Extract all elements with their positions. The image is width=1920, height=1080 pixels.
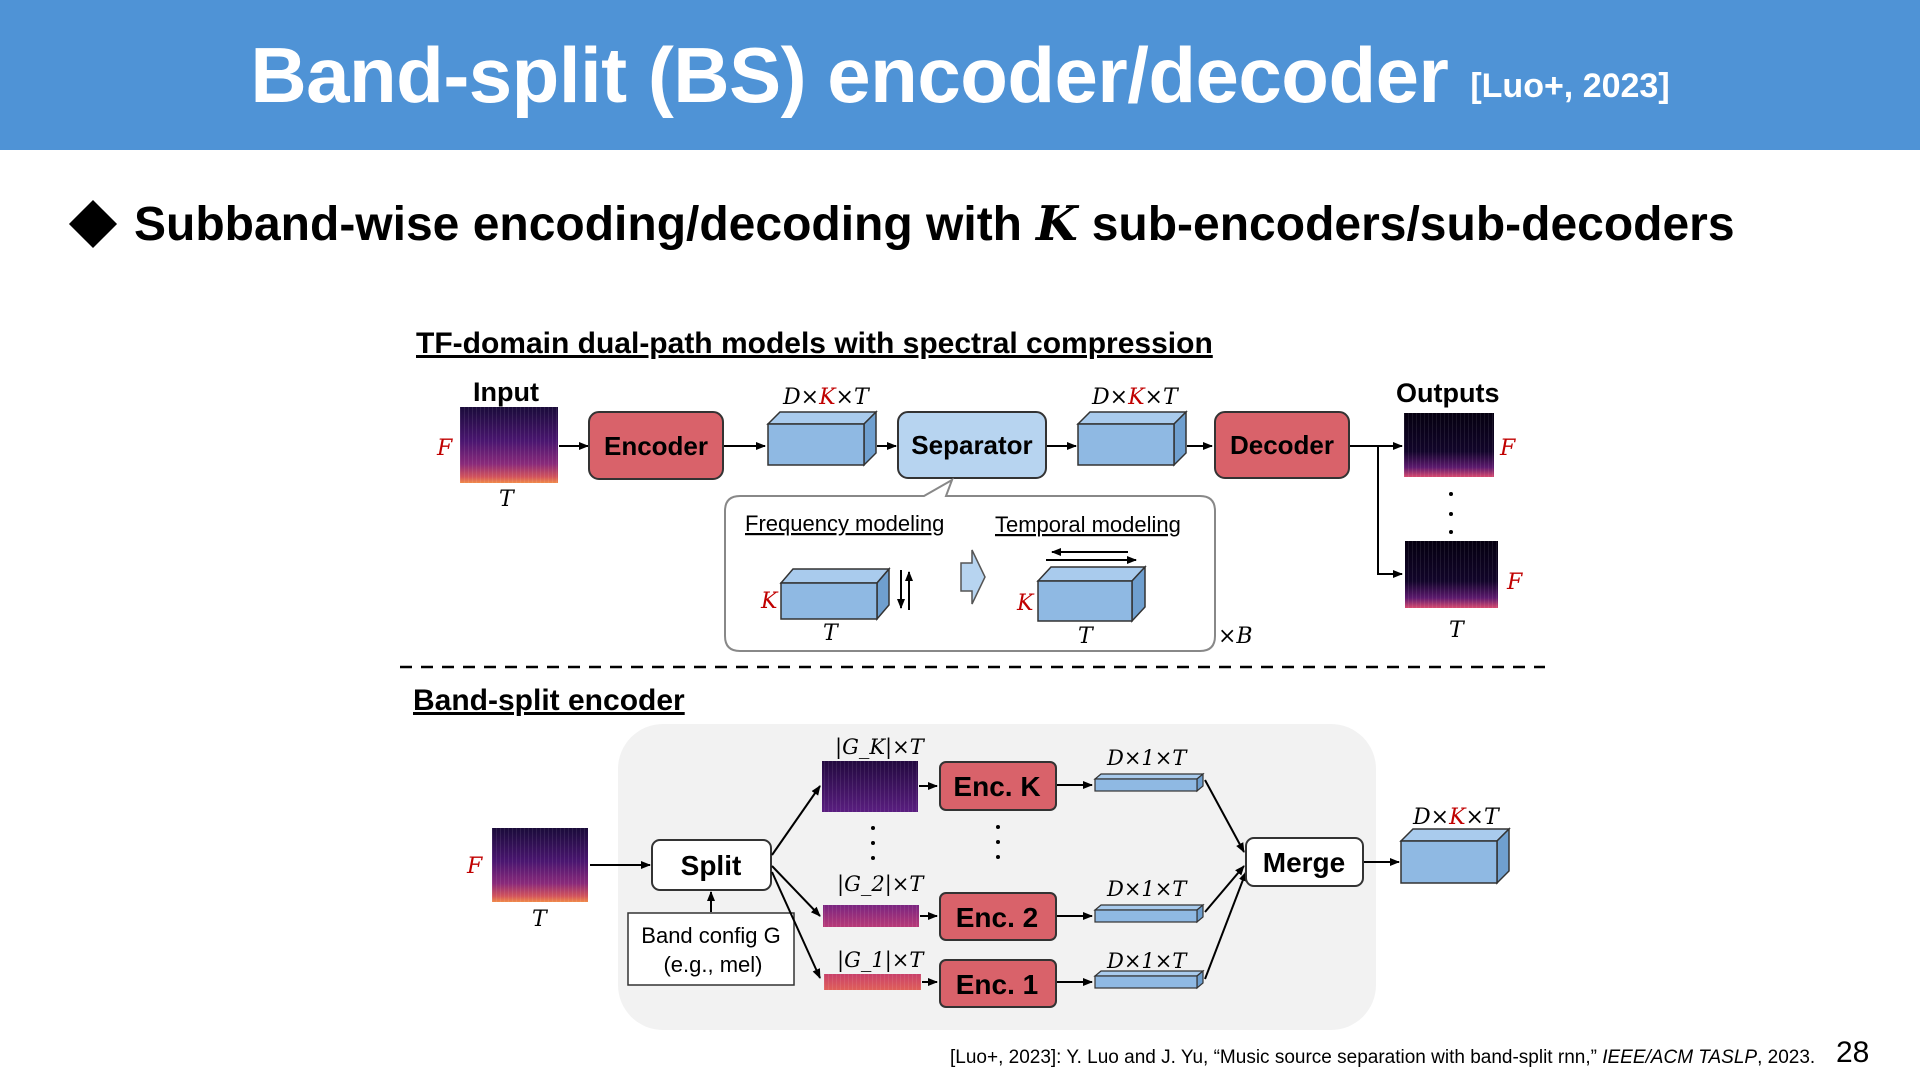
tensor2-dim-label: D×K×T [1091, 385, 1180, 410]
g1-label: |G_1|×T [837, 948, 925, 973]
page-number: 28 [1836, 1036, 1870, 1069]
tensor2-cube [1076, 410, 1188, 467]
reference-venue: IEEE/ACM TASLP [1602, 1047, 1758, 1068]
decoder-box [1214, 411, 1350, 479]
bullet-text-after: sub-encoders/sub-decoders [1091, 197, 1735, 251]
split-label: Split [681, 850, 742, 881]
bullet-variable-k: K [1036, 196, 1078, 252]
output2-axis-t: T [1449, 618, 1466, 643]
band-1-spectrogram [824, 974, 921, 990]
band-config-line1: Band config G [641, 923, 780, 948]
output-spectrogram-1 [1404, 413, 1494, 477]
output-ellipsis [1449, 492, 1453, 534]
separator-box [897, 411, 1047, 479]
decoder-label: Decoder [1230, 430, 1334, 460]
temporal-modeling-label: Temporal modeling [995, 512, 1181, 537]
enc-k-label: Enc. K [953, 771, 1040, 802]
bs-input-spectrogram [492, 828, 588, 902]
bs-output-dim-label: D×K×T [1412, 805, 1501, 830]
input-axis-t: T [499, 487, 516, 512]
tensor1-cube [766, 410, 878, 467]
enc-1-label: Enc. 1 [956, 969, 1038, 1000]
sub-dim-label-2: D×1×T [1106, 877, 1188, 901]
bs-input-axis-f: F [466, 854, 483, 879]
merge-label: Merge [1263, 847, 1345, 878]
encoder-label: Encoder [604, 431, 708, 461]
bs-input-axis-t: T [532, 907, 549, 932]
enc-2-box [939, 892, 1057, 941]
encoder-box [588, 411, 724, 480]
outputs-label: Outputs [1396, 378, 1499, 408]
frequency-modeling-label: Frequency modeling [745, 511, 944, 536]
output-spectrogram-2 [1405, 541, 1498, 608]
decoder-output-arrows [1350, 442, 1403, 578]
band-config-box [627, 912, 795, 986]
gk-label: |G_K|×T [835, 735, 926, 760]
sub-tensor-2 [1093, 903, 1205, 924]
sub-tensor-1 [1093, 969, 1205, 990]
temporal-cube [1036, 565, 1147, 623]
g2-label: |G_2|×T [837, 872, 925, 897]
reference-footnote: [Luo+, 2023]: Y. Luo and J. Yu, “Music s… [950, 1047, 1815, 1069]
title-citation: [Luo+, 2023] [1470, 66, 1670, 105]
freq-cube-axis-t: T [823, 621, 840, 646]
temp-cube-axis-k: K [1016, 591, 1035, 616]
encoder-to-tensor-arrows [1057, 781, 1093, 986]
enc-2-label: Enc. 2 [956, 902, 1038, 933]
horizontal-arrows-icon [1046, 548, 1137, 564]
enc-1-box [939, 959, 1057, 1008]
freq-cube-axis-k: K [760, 589, 779, 614]
encoder-ellipsis [996, 825, 1000, 859]
input-spectrogram [460, 407, 558, 483]
reference-prefix: [Luo+, 2023]: Y. Luo and J. Yu, “Music s… [950, 1047, 1597, 1068]
bullet-point: Subband-wise encoding/decoding with K su… [68, 196, 1735, 252]
slide-title: Band-split (BS) encoder/decoder [250, 30, 1449, 119]
sub-tensor-k [1093, 772, 1205, 793]
output1-axis-f: F [1499, 436, 1516, 461]
title-bar: Band-split (BS) encoder/decoder [Luo+, 2… [0, 0, 1920, 150]
repeat-label: ×B [1218, 624, 1253, 649]
tensor1-dim-label: D×K×T [782, 385, 871, 410]
band-k-spectrogram [822, 761, 918, 812]
sub-dim-label-1: D×1×T [1106, 949, 1188, 973]
bottom-section-heading: Band-split encoder [413, 684, 685, 717]
block-arrow-icon [960, 549, 986, 605]
band-config-line2: (e.g., mel) [663, 952, 762, 977]
enc-k-box [939, 761, 1057, 811]
input-label: Input [473, 377, 539, 407]
merge-box [1245, 837, 1364, 887]
band-2-spectrogram [823, 905, 919, 927]
vertical-arrows-icon [897, 570, 913, 610]
input-axis-f: F [436, 436, 453, 461]
output2-axis-f: F [1506, 570, 1523, 595]
split-output-arrows [771, 785, 821, 979]
top-section-heading: TF-domain dual-path models with spectral… [416, 327, 1213, 360]
bullet-text-before: Subband-wise encoding/decoding with [134, 197, 1022, 251]
encoder-group-panel [618, 724, 1376, 1030]
separator-label: Separator [911, 430, 1032, 460]
split-box [651, 839, 772, 891]
tensor-to-merge-arrows [1204, 779, 1247, 980]
band-to-encoder-arrows [919, 782, 938, 986]
reference-suffix: , 2023. [1757, 1047, 1816, 1068]
band-ellipsis-left [871, 826, 875, 860]
sub-dim-label-k: D×1×T [1106, 746, 1188, 770]
frequency-cube [779, 566, 891, 622]
bs-output-tensor [1399, 827, 1511, 885]
temp-cube-axis-t: T [1078, 624, 1095, 649]
